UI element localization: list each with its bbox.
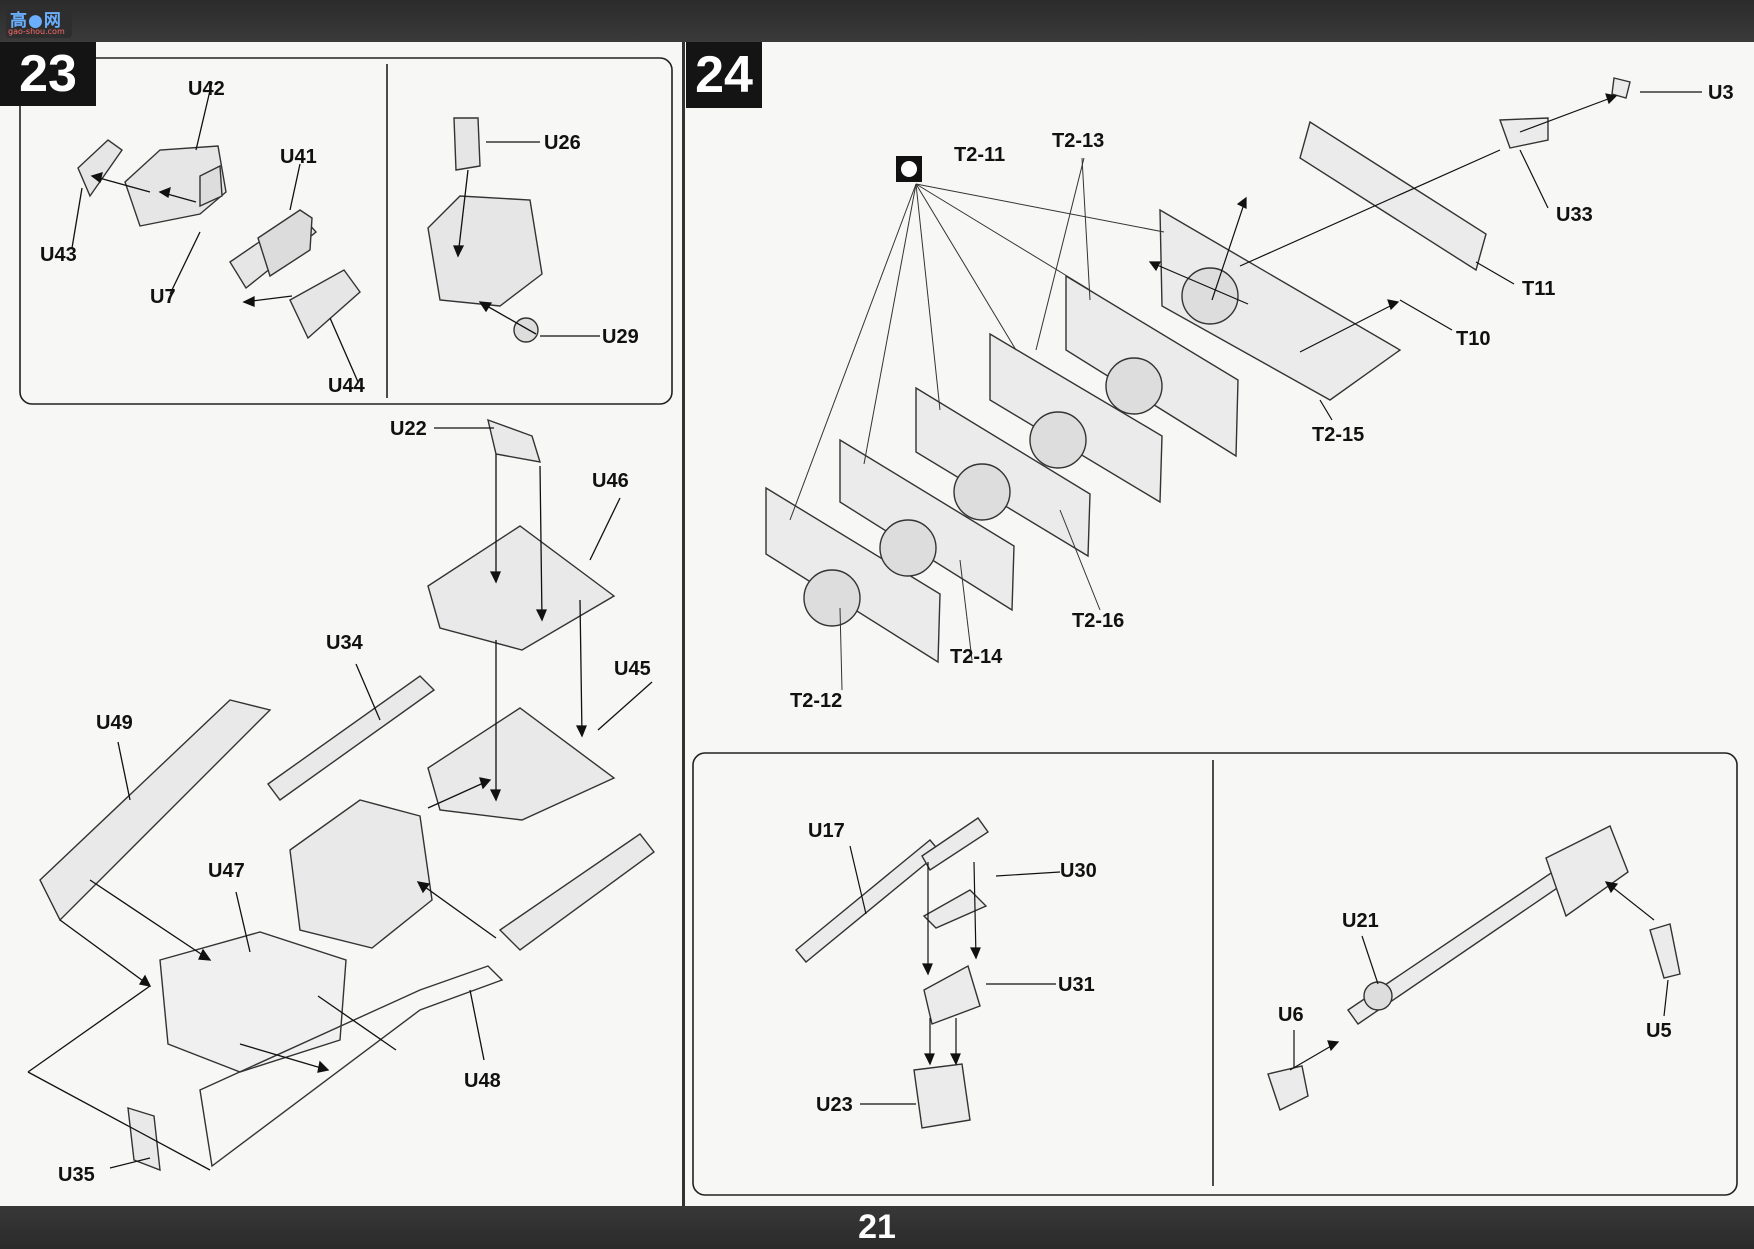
part-callout: U17 [808,820,845,842]
part-callout: U34 [326,632,363,654]
part-callout: U49 [96,712,133,734]
watermark-title: 高●网 [10,11,62,31]
u26-turret-parts [427,117,543,343]
part-callout: U41 [280,146,317,168]
part-callout: T2-12 [790,690,843,712]
page-divider [682,42,685,1206]
part-callout: U42 [188,78,225,100]
step-number-badge: 24 [686,42,762,108]
machine-gun-parts [795,817,1681,1129]
part-callout: U47 [208,860,245,882]
part-callout: U48 [464,1070,501,1092]
step23-subframe [19,57,673,405]
part-callout: U31 [1058,974,1095,996]
part-callout: U46 [592,470,629,492]
track-segment-parts [765,77,1631,664]
u41-assembly-parts [77,139,361,340]
part-callout: T2-16 [1072,610,1125,632]
page-number: 21 [858,1208,896,1246]
part-callout: U29 [602,326,639,348]
step24-subframe [692,752,1738,1196]
part-callout: U44 [328,375,365,397]
part-callout: U23 [816,1094,853,1116]
part-callout: T2-15 [1312,424,1365,446]
step-number-badge: 23 [0,42,96,106]
part-callout: T2-11 [954,144,1006,166]
cement-symbol-icon [896,156,922,182]
site-watermark-logo: 高●网 gao-shou.com [6,4,72,38]
part-callout: T2-13 [1052,130,1105,152]
part-callout: U35 [58,1164,95,1186]
bottom-band [0,1206,1754,1249]
part-callout: U45 [614,658,651,680]
part-callout: U3 [1708,82,1734,104]
part-callout: U7 [150,286,176,308]
part-callout: T11 [1522,278,1556,300]
watermark-site: gao-shou.com [8,27,65,36]
part-callout: T10 [1456,328,1491,350]
part-callout: U22 [390,418,427,440]
part-callout: U26 [544,132,581,154]
part-callout: U33 [1556,204,1593,226]
top-band [0,0,1754,42]
part-callout: U43 [40,244,77,266]
part-callout: U5 [1646,1020,1672,1042]
u46-chassis-parts [39,418,655,1172]
part-callout: U21 [1342,910,1379,932]
part-callout: U6 [1278,1004,1304,1026]
part-callout: U30 [1060,860,1097,882]
part-callout: T2-14 [950,646,1003,668]
